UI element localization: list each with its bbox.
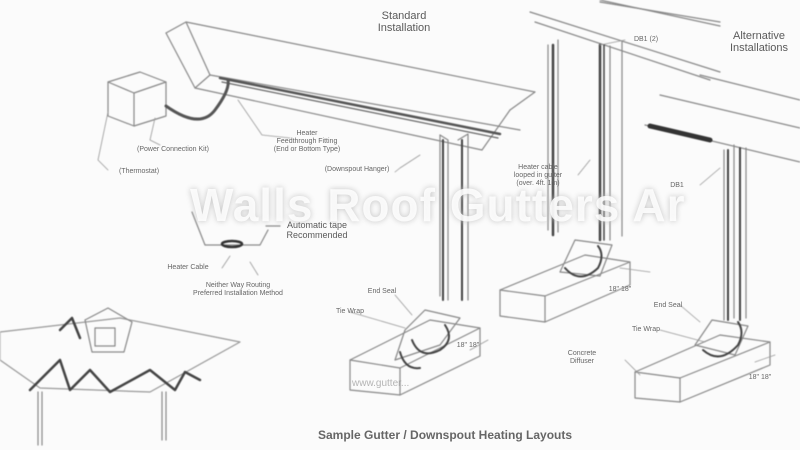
roof-edge-line — [699, 74, 800, 101]
label-end-seal-left: End Seal — [367, 288, 397, 295]
label-db1-top: DB1 (2) — [633, 36, 659, 43]
house-roof — [0, 307, 241, 446]
heater-cable — [218, 76, 502, 136]
roof-edge-line — [599, 0, 721, 27]
label-concrete-diffuser: Concrete Diffuser — [567, 350, 597, 365]
roof-edge-line — [599, 1, 721, 23]
label-heater-cable: Heater Cable — [167, 264, 209, 271]
label-db1-right: DB1 — [670, 182, 684, 189]
label-dim-left: 18" 18" — [456, 342, 480, 349]
label-heater-cable-looped: Heater cable looped in gutter (over. 4ft… — [513, 164, 563, 187]
label-tie-wrap-right: Tie Wrap — [631, 326, 660, 333]
standard-downspout — [349, 133, 481, 396]
label-alternative-installations: Alternative Installations — [729, 30, 789, 54]
power-connection-box — [107, 71, 167, 127]
middle-downspout — [499, 39, 631, 323]
label-dim-mid: 18" 18" — [608, 286, 632, 293]
label-standard-installation: Standard Installation — [377, 10, 431, 34]
right-downspout — [634, 123, 771, 403]
label-routing-method: Neither Way Routing Preferred Installati… — [193, 282, 283, 297]
standard-gutter — [165, 21, 536, 151]
label-downspout-hanger: (Downspout Hanger) — [324, 166, 390, 173]
power-cable — [164, 78, 230, 121]
roof-edge-line — [529, 11, 721, 73]
roof-edge-line — [659, 94, 800, 129]
watermark-text: Walls Roof Gutters Ar — [190, 179, 686, 231]
diagram-caption: Sample Gutter / Downspout Heating Layout… — [318, 428, 573, 442]
watermark-url: www.gutter... — [352, 378, 410, 389]
label-thermostat: (Thermostat) — [118, 168, 160, 175]
cable-cross-section — [191, 211, 281, 249]
label-tie-wrap-left: Tie Wrap — [335, 308, 364, 315]
label-automatic-tape: Automatic tape Recommended — [286, 220, 348, 240]
label-dim-right: 18" 18" — [748, 374, 772, 381]
label-heater-feedthrough: Heater Feedthrough Fitting (End or Botto… — [273, 130, 341, 153]
label-power-connection-kit: (Power Connection Kit) — [137, 146, 209, 153]
label-end-seal-right: End Seal — [653, 302, 683, 309]
